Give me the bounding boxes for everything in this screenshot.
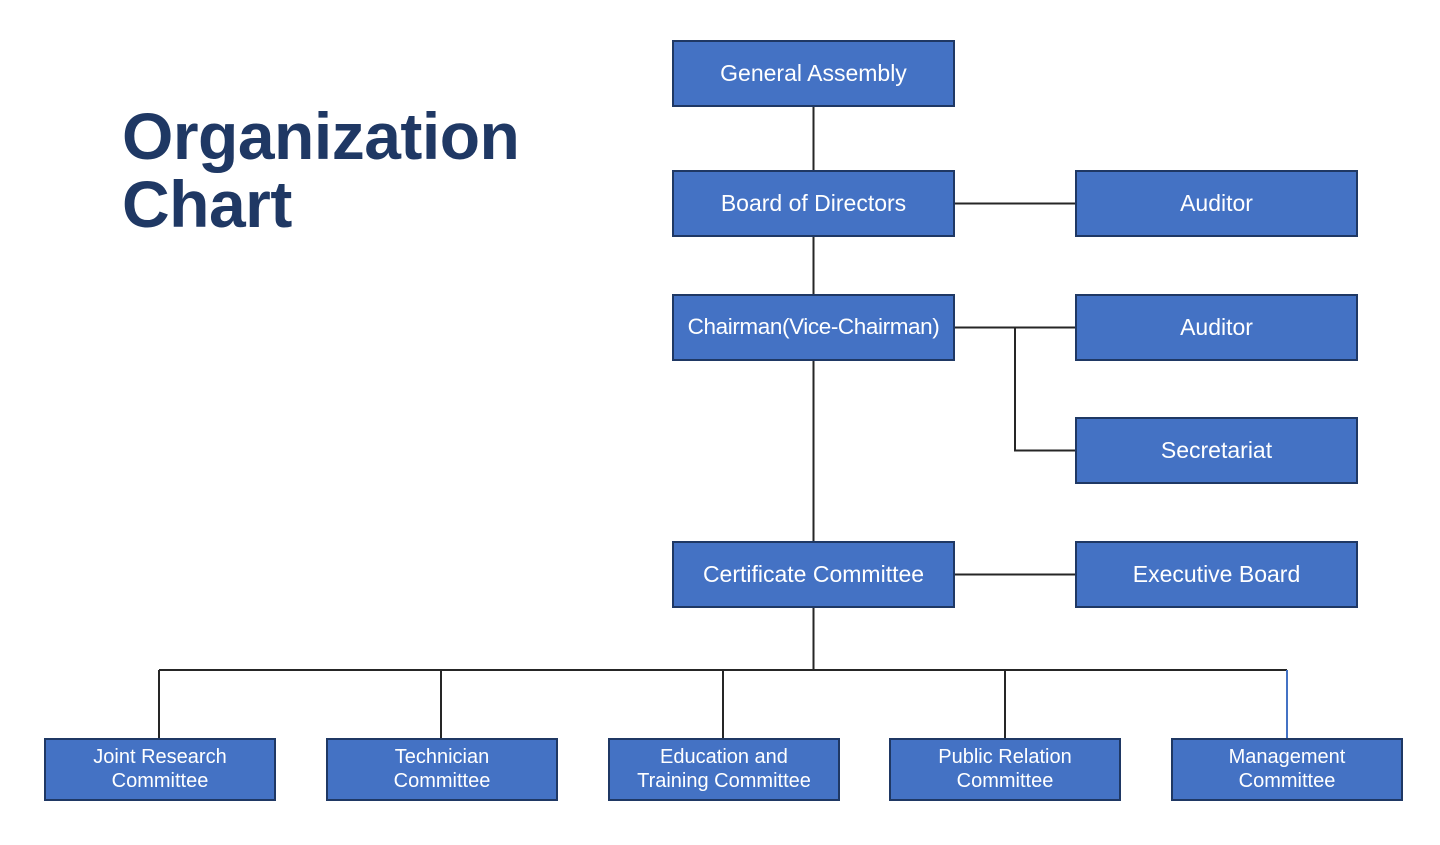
node-executive-board[interactable]: Executive Board [1075, 541, 1358, 608]
node-joint-research-committee[interactable]: Joint Research Committee [44, 738, 276, 801]
node-board-of-directors[interactable]: Board of Directors [672, 170, 955, 237]
node-certificate-committee[interactable]: Certificate Committee [672, 541, 955, 608]
page-title: Organization Chart [122, 99, 520, 241]
node-public-relation-committee[interactable]: Public Relation Committee [889, 738, 1121, 801]
node-chairman[interactable]: Chairman(Vice-Chairman) [672, 294, 955, 361]
node-auditor-1[interactable]: Auditor [1075, 170, 1358, 237]
node-technician-committee[interactable]: Technician Committee [326, 738, 558, 801]
node-secretariat[interactable]: Secretariat [1075, 417, 1358, 484]
node-education-training-committee[interactable]: Education and Training Committee [608, 738, 840, 801]
edge-chairman-secretariat [1013, 327, 1075, 452]
node-auditor-2[interactable]: Auditor [1075, 294, 1358, 361]
node-management-committee[interactable]: Management Committee [1171, 738, 1403, 801]
node-general-assembly[interactable]: General Assembly [672, 40, 955, 107]
